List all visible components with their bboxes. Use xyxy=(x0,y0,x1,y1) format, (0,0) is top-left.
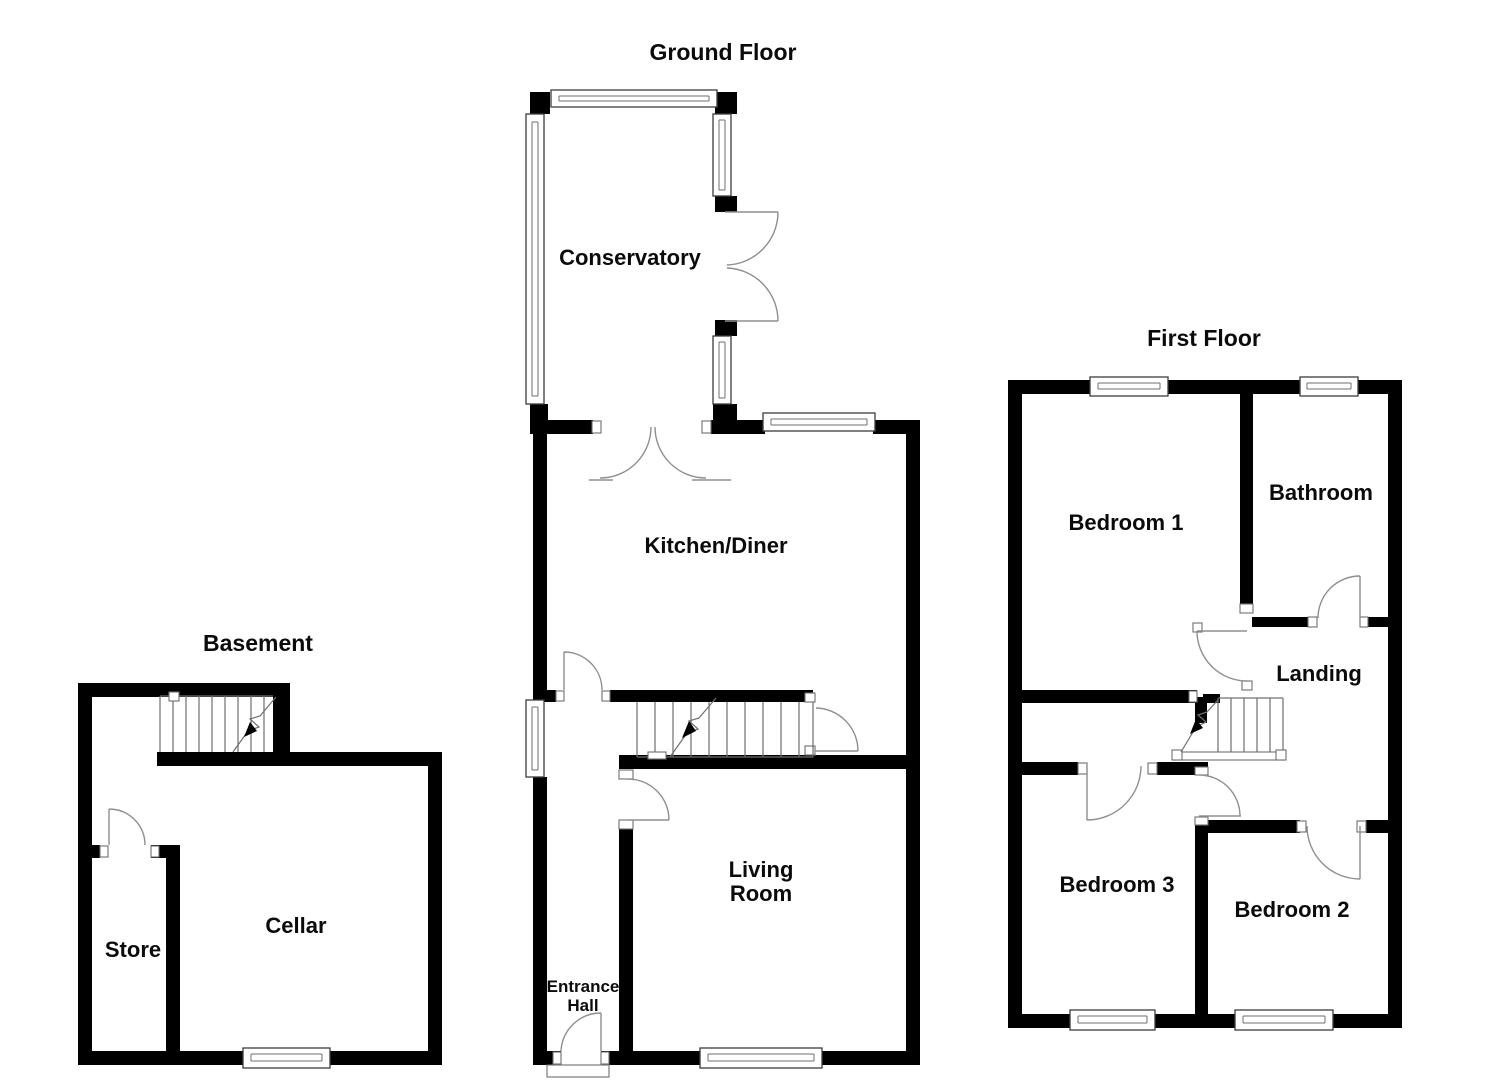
conservatory-top-window xyxy=(550,89,718,108)
bathroom-door xyxy=(1317,575,1361,619)
svg-text:Entrance: Entrance xyxy=(547,977,620,996)
conservatory-right-window-lower xyxy=(712,335,732,405)
bedroom3-window xyxy=(1069,1009,1156,1031)
bathroom-window xyxy=(1299,376,1359,397)
kitchen-hall-door xyxy=(563,651,603,691)
store-door xyxy=(108,808,146,846)
front-door-step xyxy=(546,1064,610,1078)
room-label-bathroom: Bathroom xyxy=(1269,480,1373,505)
room-label-cellar: Cellar xyxy=(265,913,327,938)
stairs-direction-line xyxy=(669,697,717,758)
stairs-arrow xyxy=(682,721,696,738)
ground-door-jambs xyxy=(552,420,816,1065)
first-floor-windows xyxy=(1069,376,1359,1031)
room-label-store: Store xyxy=(105,937,161,962)
bedroom2-door xyxy=(1306,825,1361,880)
living-room-door xyxy=(627,778,670,821)
room-label-landing: Landing xyxy=(1276,661,1362,686)
first-floor-door-jambs xyxy=(1077,603,1369,833)
ground-floor-plan: Ground Floor xyxy=(525,39,920,1078)
conservatory-left-window xyxy=(525,113,545,405)
ground-staircase xyxy=(636,697,814,760)
room-label-bedroom3: Bedroom 3 xyxy=(1060,872,1175,897)
basement-walls xyxy=(78,683,442,1065)
hall-side-window xyxy=(525,699,545,778)
room-label-bedroom1: Bedroom 1 xyxy=(1069,510,1184,535)
room-label-entrance-hall: Entrance Hall xyxy=(547,977,620,1015)
bedroom1-window xyxy=(1089,376,1169,397)
living-room-window xyxy=(699,1047,823,1069)
svg-text:Room: Room xyxy=(730,881,792,906)
kitchen-window xyxy=(762,412,876,432)
conservatory-right-window-upper xyxy=(712,113,732,197)
room-label-conservatory: Conservatory xyxy=(559,245,702,270)
room-label-living-room: Living Room xyxy=(729,857,794,906)
first-floor-plan: First Floor xyxy=(1008,325,1402,1031)
bedroom1-door xyxy=(1196,630,1248,682)
room-label-bedroom2: Bedroom 2 xyxy=(1235,897,1350,922)
basement-plan: Basement Store Cellar xyxy=(78,630,442,1069)
bedroom3-door xyxy=(1086,765,1142,821)
stairs-kitchen-door xyxy=(815,707,859,752)
first-floor-staircase xyxy=(1171,697,1287,761)
bedroom2-window xyxy=(1234,1009,1334,1031)
room-label-kitchen-diner: Kitchen/Diner xyxy=(644,533,787,558)
svg-text:Living: Living xyxy=(729,857,794,882)
basement-window xyxy=(242,1047,331,1069)
front-door xyxy=(560,1012,602,1052)
first-stairs-arrow xyxy=(1190,719,1203,734)
ground-doors xyxy=(560,211,859,1052)
basement-staircase xyxy=(159,691,277,753)
floor-title-first: First Floor xyxy=(1147,325,1261,351)
basement-door-jambs xyxy=(99,845,160,858)
floor-title-basement: Basement xyxy=(203,630,313,656)
conservatory-french-doors xyxy=(725,211,779,322)
svg-text:Hall: Hall xyxy=(567,996,598,1015)
ground-walls xyxy=(530,92,920,1065)
landing-door xyxy=(1198,774,1241,817)
ground-windows xyxy=(525,89,876,1078)
conservatory-kitchen-double-door xyxy=(589,426,731,481)
first-floor-walls xyxy=(1008,380,1402,1028)
basement-stairs-arrow xyxy=(244,722,257,737)
first-floor-doors xyxy=(1086,575,1361,880)
basement-stairs-direction-line xyxy=(232,696,277,753)
floor-title-ground: Ground Floor xyxy=(650,39,797,65)
